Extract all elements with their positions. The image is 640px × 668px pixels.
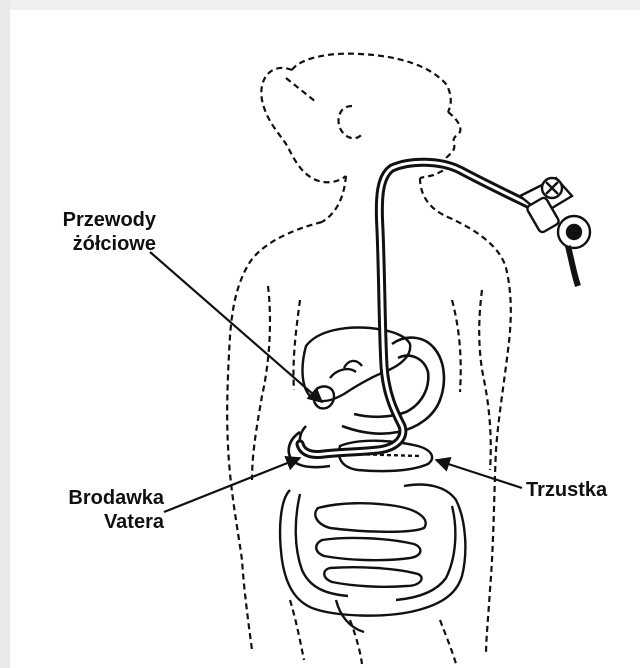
pancreas-label: Trzustka xyxy=(526,478,607,502)
liver xyxy=(303,328,411,402)
papilla-label: Brodawka Vatera xyxy=(40,486,164,534)
bile-ducts-label: Przewody żółciowe xyxy=(24,208,156,256)
endoscope-handle xyxy=(520,178,590,286)
papilla-label-line2: Vatera xyxy=(40,510,164,534)
papilla-pointer xyxy=(164,458,300,512)
pancreas-pointer xyxy=(436,460,522,488)
endoscope xyxy=(300,162,540,454)
bile-ducts-pointer xyxy=(150,252,322,402)
bile-ducts-label-line1: Przewody xyxy=(24,208,156,232)
bile-ducts-label-line2: żółciowe xyxy=(24,232,156,256)
intestines xyxy=(280,485,465,632)
body-outline xyxy=(227,54,511,664)
pointer-arrows xyxy=(150,252,522,512)
papilla-label-line1: Brodawka xyxy=(40,486,164,510)
